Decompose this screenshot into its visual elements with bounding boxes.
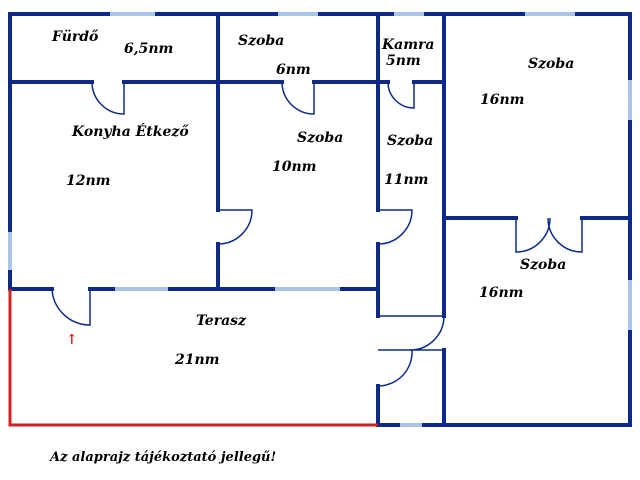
- room-area-furdo: 6,5nm: [124, 41, 174, 57]
- door-double-right: [547, 217, 583, 253]
- walls: [8, 12, 632, 427]
- door-corridor: [377, 349, 413, 387]
- door-swings: [51, 81, 583, 387]
- room-area-konyha: 12nm: [66, 173, 111, 189]
- disclaimer-note: Az alaprajz tájékoztató jellegű!: [50, 450, 277, 465]
- door-entrance: [51, 288, 91, 326]
- red-arrow-up-icon: ↑: [66, 332, 78, 348]
- door-terrace-swing: [409, 315, 445, 351]
- room-label-szoba-bottom-right: Szoba: [520, 257, 567, 273]
- room-area-szoba-narrow: 11nm: [384, 172, 429, 188]
- terrace-edge: [8, 289, 378, 427]
- room-area-szoba-top: 6nm: [276, 62, 311, 78]
- room-label-szoba-top-right: Szoba: [528, 56, 575, 72]
- windows: [8, 12, 632, 427]
- door-kamra: [387, 81, 415, 109]
- door-szoba-6nm: [281, 81, 315, 115]
- room-area-terasz: 21nm: [175, 352, 220, 368]
- room-label-furdo: Fürdő: [52, 29, 99, 45]
- room-area-szoba-bottom-right: 16nm: [479, 285, 524, 301]
- room-label-szoba-narrow: Szoba: [387, 133, 434, 149]
- room-area-szoba-middle: 10nm: [272, 159, 317, 175]
- door-kitchen-room: [217, 209, 253, 245]
- door-bathroom: [91, 81, 125, 115]
- room-label-kamra: Kamra: [382, 37, 435, 53]
- room-label-konyha: Konyha Étkező: [72, 124, 189, 140]
- room-area-szoba-top-right: 16nm: [480, 92, 525, 108]
- room-label-szoba-top: Szoba: [238, 33, 285, 49]
- room-label-terasz: Terasz: [196, 313, 246, 329]
- room-area-kamra: 5nm: [386, 53, 421, 69]
- room-label-szoba-middle: Szoba: [297, 130, 344, 146]
- door-room-11nm: [377, 209, 413, 245]
- door-double-left: [515, 217, 551, 253]
